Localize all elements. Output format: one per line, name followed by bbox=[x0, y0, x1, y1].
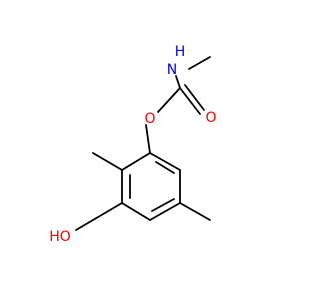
ring-bond-6 bbox=[121, 152, 151, 171]
ring-bond-3 bbox=[149, 202, 181, 221]
ester-oxygen-label: O bbox=[144, 111, 155, 127]
ester-oxygen-ring-bond bbox=[145, 124, 151, 154]
ortho-methyl-bond bbox=[92, 152, 123, 171]
ring-inner-double-1 bbox=[155, 161, 175, 174]
hydroxymethyl-bond bbox=[92, 202, 123, 221]
carbonyl-double-bond-b bbox=[184, 84, 205, 111]
ring-inner-double-2 bbox=[151, 198, 175, 212]
carbonyl-double-bond-a bbox=[179, 87, 201, 115]
hydroxyl-bond bbox=[75, 219, 94, 231]
meta-methyl-bond bbox=[179, 202, 211, 221]
molecule-canvas: N H O O HO bbox=[49, 44, 217, 245]
ring-bond-1 bbox=[149, 152, 181, 171]
carbonyl-oxygen-label: O bbox=[205, 110, 216, 126]
carbonyl-ester-oxygen-bond bbox=[157, 87, 181, 113]
n-methyl-bond bbox=[188, 56, 211, 70]
nitrogen-hydrogen-label: H bbox=[175, 44, 186, 60]
molecule-structure: N H O O HO bbox=[49, 44, 217, 245]
nitrogen-label: N bbox=[167, 62, 177, 78]
n-carbonyl-bond bbox=[175, 75, 181, 89]
hydroxyl-label: HO bbox=[49, 229, 71, 245]
ring-bond-4 bbox=[121, 202, 151, 221]
